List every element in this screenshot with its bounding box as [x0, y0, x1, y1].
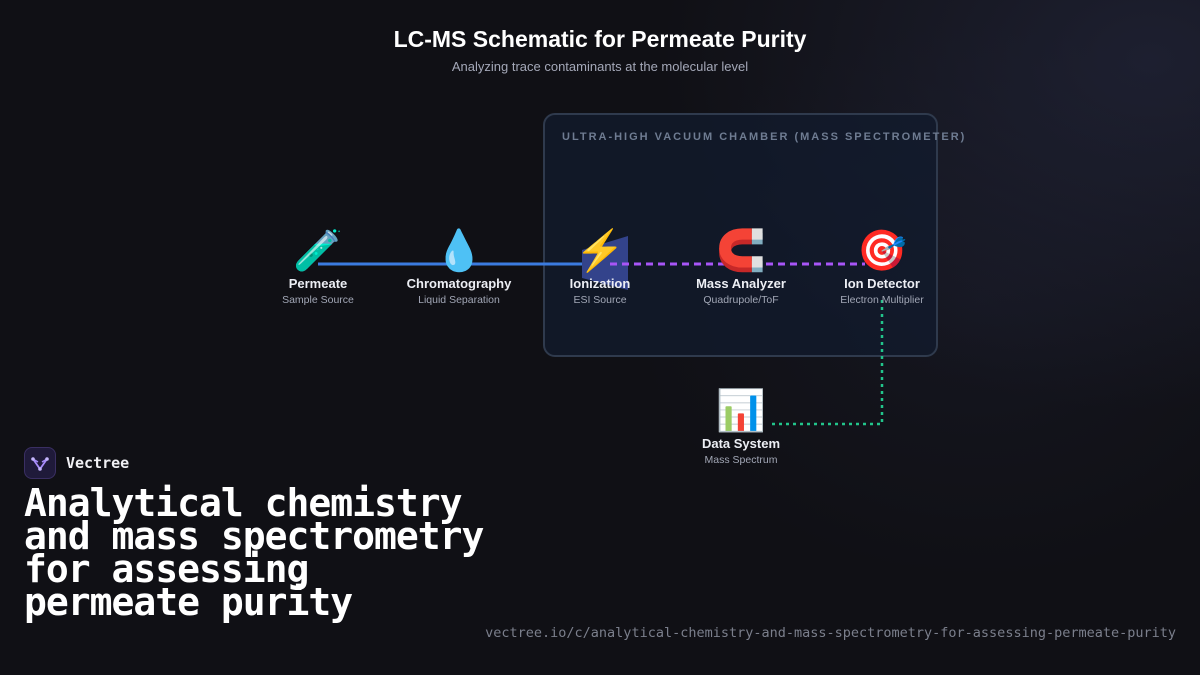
droplet-icon: 💧 [434, 229, 484, 273]
node-mass-analyzer: 🧲 Mass Analyzer Quadrupole/ToF [661, 228, 821, 306]
node-permeate-name: Permeate [288, 276, 348, 291]
brand-name: Vectree [66, 454, 130, 472]
page-title: LC-MS Schematic for Permeate Purity [393, 26, 807, 52]
node-permeate-sub: Sample Source [282, 294, 354, 306]
node-chromatography-sub: Liquid Separation [418, 294, 500, 306]
node-permeate: 🧪 Permeate Sample Source [238, 228, 398, 306]
node-ion-detector: 🎯 Ion Detector Electron Multiplier [802, 228, 962, 306]
test-tube-icon: 🧪 [293, 229, 343, 273]
lightning-icon: ⚡ [575, 229, 625, 273]
node-ion-detector-name: Ion Detector [844, 276, 920, 291]
node-data-system-name: Data System [701, 436, 781, 451]
node-ionization-sub: ESI Source [573, 294, 627, 306]
footer-headline: Analytical chemistry and mass spectromet… [24, 481, 484, 624]
node-chromatography: 💧 Chromatography Liquid Separation [379, 228, 539, 306]
brand: Vectree [24, 447, 129, 479]
ionization-cone [582, 236, 628, 290]
node-mass-analyzer-name: Mass Analyzer [696, 276, 786, 291]
footer-url[interactable]: vectree.io/c/analytical-chemistry-and-ma… [485, 625, 1176, 641]
node-chromatography-name: Chromatography [406, 276, 512, 291]
node-data-system-sub: Mass Spectrum [704, 454, 778, 466]
bar-chart-icon: 📊 [716, 389, 766, 433]
page-subtitle: Analyzing trace contaminants at the mole… [451, 59, 749, 74]
magnet-icon: 🧲 [716, 229, 766, 273]
node-data-system: 📊 Data System Mass Spectrum [661, 388, 821, 466]
node-ion-detector-sub: Electron Multiplier [840, 294, 924, 306]
brand-logo-icon [24, 447, 56, 479]
vacuum-chamber-box [543, 113, 938, 357]
node-ionization: ⚡ Ionization ESI Source [520, 228, 680, 306]
target-icon: 🎯 [857, 229, 907, 273]
node-ionization-name: Ionization [569, 276, 631, 291]
vacuum-chamber-label: ULTRA-HIGH VACUUM CHAMBER (MASS SPECTROM… [562, 131, 967, 143]
node-mass-analyzer-sub: Quadrupole/ToF [703, 294, 779, 306]
